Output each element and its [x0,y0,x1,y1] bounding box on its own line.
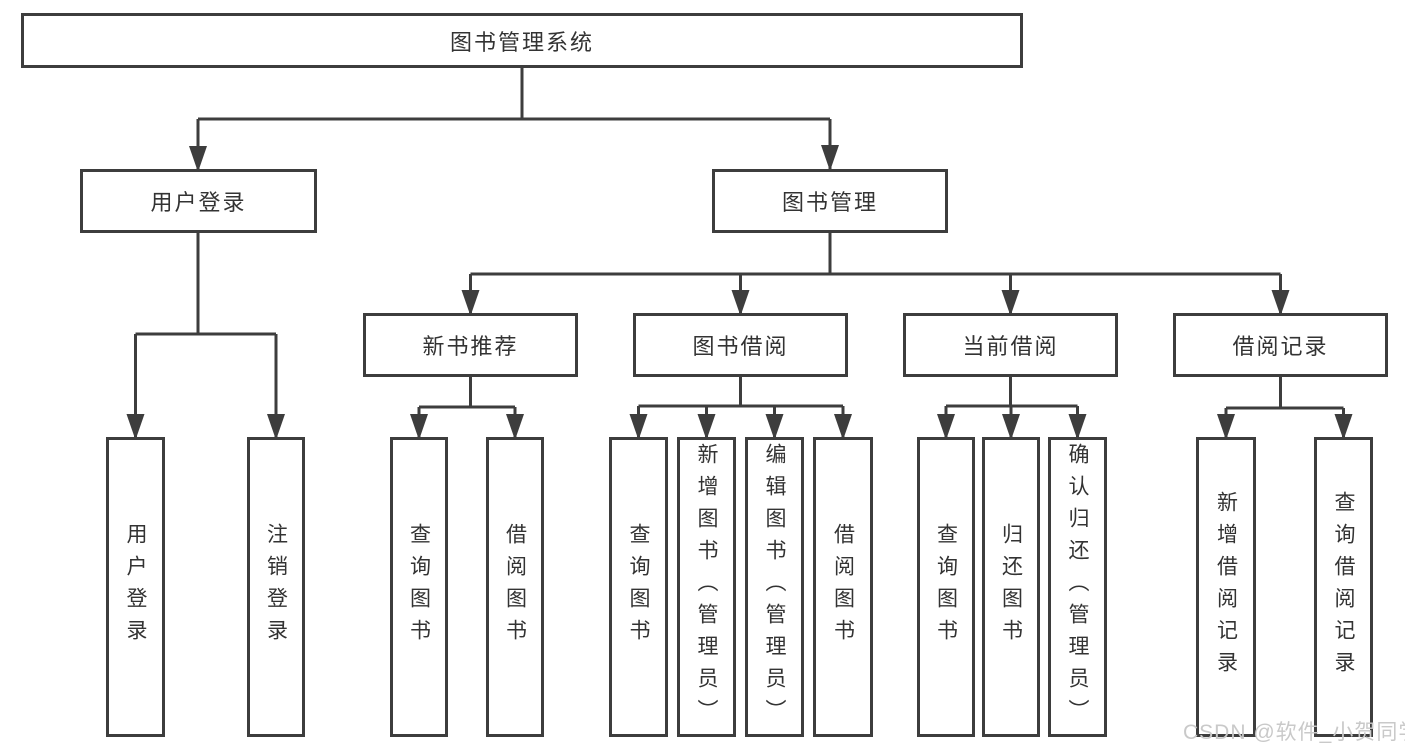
node-label: 确认归还（管理员） [1066,443,1089,731]
node-label: 新增图书（管理员） [695,443,718,731]
node-label: 图书借阅 [692,334,789,359]
node-label: 查询图书 [407,523,431,651]
node-new-book-recommendation: 新书推荐 [363,313,578,377]
leaf-query-borrow-record: 查询借阅记录 [1314,437,1373,737]
leaf-add-books-admin: 新增图书（管理员） [677,437,736,737]
node-label: 新书推荐 [422,334,519,359]
node-user-login: 用户登录 [80,169,317,233]
leaf-return-books: 归还图书 [982,437,1040,737]
csdn-watermark: CSDN @软件_小贺同学 [1183,721,1405,744]
node-label: 编辑图书（管理员） [763,443,786,731]
node-label: 图书管理 [781,190,878,215]
node-borrowing-records: 借阅记录 [1173,313,1388,377]
node-current-borrowing: 当前借阅 [903,313,1118,377]
node-book-borrowing: 图书借阅 [633,313,848,377]
leaf-query-books: 查询图书 [609,437,668,737]
leaf-logout: 注销登录 [247,437,305,737]
node-label: 归还图书 [999,523,1023,651]
leaf-confirm-return-admin: 确认归还（管理员） [1048,437,1107,737]
leaf-borrow-books: 借阅图书 [813,437,873,737]
node-label: 新增借阅记录 [1214,491,1238,683]
node-label: 查询借阅记录 [1332,491,1355,683]
node-label: 借阅图书 [503,523,527,651]
node-label: 用户登录 [150,190,247,215]
leaf-add-borrow-record: 新增借阅记录 [1196,437,1256,737]
node-label: 查询图书 [934,523,958,651]
arrowhead-icons [126,145,1353,440]
node-label: 图书管理系统 [449,29,594,55]
node-book-management: 图书管理 [712,169,948,233]
node-library-management-system: 图书管理系统 [21,13,1023,68]
leaf-user-login: 用户登录 [106,437,165,737]
leaf-query-books: 查询图书 [390,437,448,737]
node-label: 用户登录 [124,523,147,651]
leaf-query-books: 查询图书 [917,437,975,737]
leaf-borrow-books: 借阅图书 [486,437,544,737]
leaf-edit-books-admin: 编辑图书（管理员） [745,437,804,737]
node-label: 当前借阅 [962,334,1059,359]
node-label: 注销登录 [264,523,288,651]
node-label: 查询图书 [627,523,650,651]
node-label: 借阅记录 [1232,334,1329,359]
node-label: 借阅图书 [831,523,855,651]
